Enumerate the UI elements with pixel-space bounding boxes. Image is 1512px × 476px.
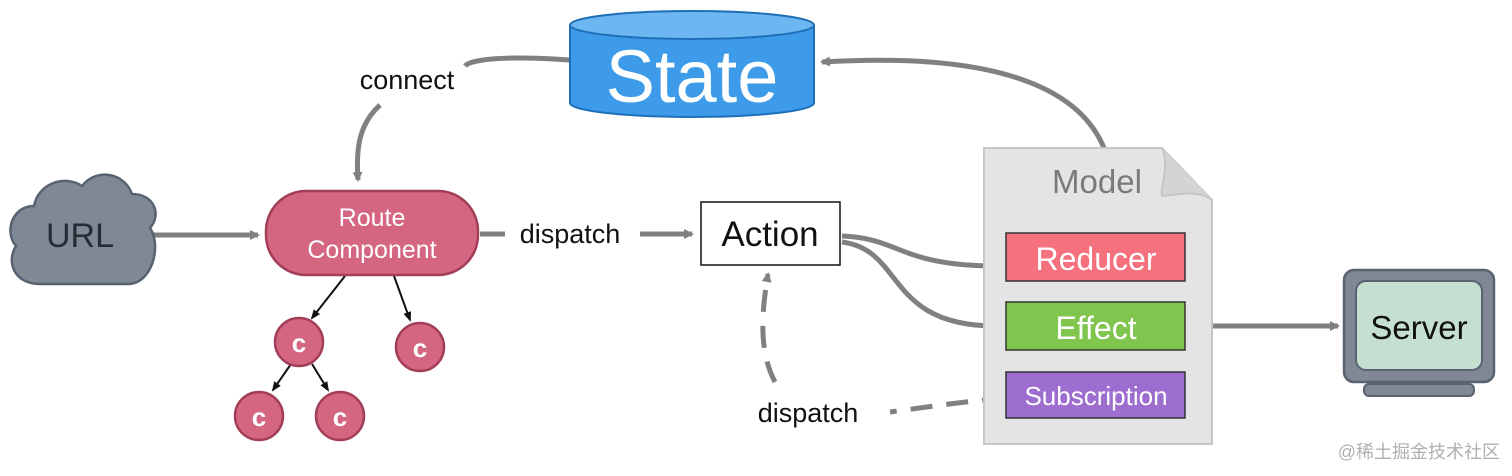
reducer-node: Reducer xyxy=(1005,232,1186,282)
watermark: @稀土掘金技术社区 xyxy=(1338,442,1500,462)
route-label-line2: Component xyxy=(307,236,436,264)
edge-action-reducer xyxy=(841,233,998,271)
dispatch-label-top: dispatch xyxy=(520,219,621,249)
route-component-node: Route Component xyxy=(264,189,480,277)
action-node: Action xyxy=(700,201,841,266)
child-component: c xyxy=(233,390,285,442)
subscription-label: Subscription xyxy=(1024,381,1167,411)
route-label-line1: Route xyxy=(339,204,406,232)
dispatch-label-bottom: dispatch xyxy=(758,398,859,428)
model-label: Model xyxy=(1052,163,1142,200)
model-node: Model Reducer Effect Subscription xyxy=(983,147,1213,445)
edge-model-state xyxy=(820,56,1107,149)
connect-label: connect xyxy=(360,65,455,95)
svg-text:c: c xyxy=(413,333,427,363)
child-component: c xyxy=(314,390,366,442)
child-component: c xyxy=(394,321,446,373)
effect-node: Effect xyxy=(1005,301,1186,351)
edge-connect-down xyxy=(352,103,382,182)
state-label: State xyxy=(606,35,779,118)
svg-text:c: c xyxy=(252,402,266,432)
edge-dispatch-up xyxy=(760,272,778,384)
url-label: URL xyxy=(46,217,114,255)
component-tree-edges xyxy=(271,275,412,392)
server-label: Server xyxy=(1370,309,1467,346)
child-components: c c c c xyxy=(233,316,446,442)
server-node: Server xyxy=(1342,268,1496,397)
svg-text:c: c xyxy=(333,402,347,432)
child-component: c xyxy=(273,316,325,368)
edge-connect xyxy=(463,55,571,68)
url-node: URL xyxy=(9,173,157,286)
reducer-label: Reducer xyxy=(1036,241,1157,277)
state-node: State xyxy=(569,10,815,118)
subscription-node: Subscription xyxy=(1005,371,1186,419)
svg-text:c: c xyxy=(292,328,306,358)
edge-action-effect xyxy=(841,239,998,331)
action-label: Action xyxy=(721,215,818,254)
effect-label: Effect xyxy=(1055,310,1136,346)
